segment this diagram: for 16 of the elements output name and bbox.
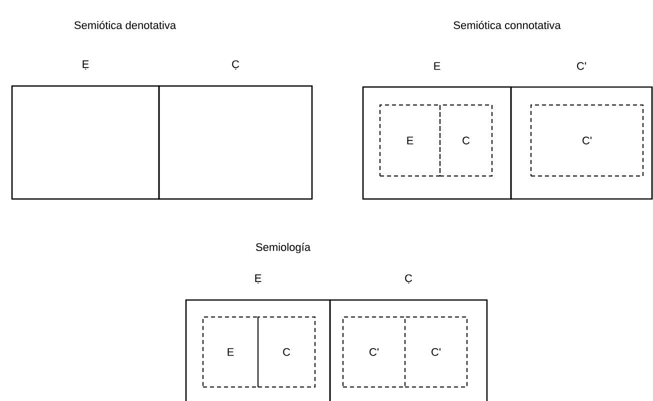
dashed-cell: C [258, 316, 316, 388]
column-heading: Ẹ [255, 274, 262, 284]
column-heading: Ẹ [82, 60, 89, 70]
dashed-cell: C' [342, 316, 406, 388]
dashed-cell: C [440, 104, 492, 176]
column-heading: C̣ [232, 60, 240, 70]
dashed-cell: E [380, 104, 440, 176]
panel-title: Semiótica denotativa [74, 20, 176, 30]
dashed-cell: C' [530, 104, 644, 176]
dashed-cell: E [202, 316, 258, 388]
column-heading: C' [577, 62, 586, 70]
panel-title: Semiología [256, 242, 310, 254]
column-heading: C̣ [405, 274, 412, 284]
dashed-cell: C' [404, 316, 468, 388]
column-heading: E [434, 62, 440, 70]
panel-title: Semiótica connotativa [454, 20, 561, 30]
